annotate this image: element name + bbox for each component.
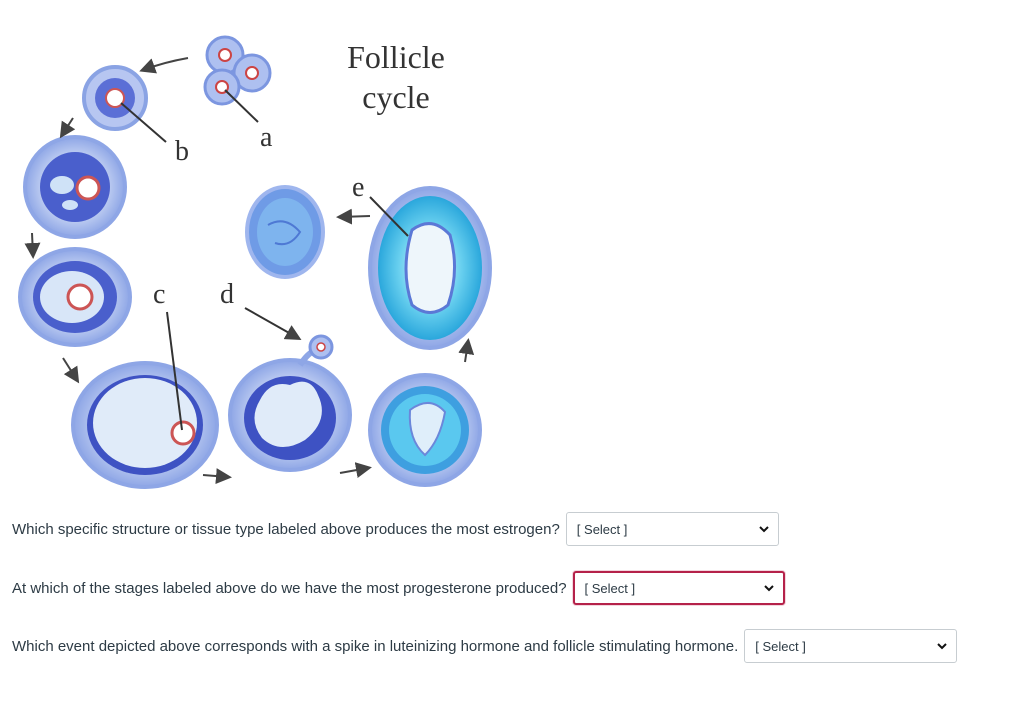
corpus-albicans	[245, 185, 325, 279]
figure-title-line-1: Follicle	[347, 39, 445, 75]
label-b: b	[175, 136, 189, 167]
figure-title-line-2: cycle	[362, 79, 430, 115]
early-corpus-luteum	[368, 373, 482, 487]
chevron-down-icon	[937, 643, 947, 650]
label-d: d	[220, 279, 234, 310]
answer-select-3[interactable]: [ Select ]	[744, 629, 958, 663]
answer-select-1-value: [ Select ]	[576, 521, 628, 537]
label-c: c	[153, 279, 165, 310]
follicle-cycle-figure: Follicle cycle	[18, 35, 492, 489]
chevron-down-icon	[759, 526, 769, 533]
label-e: e	[352, 172, 364, 203]
question-row-1: Which specific structure or tissue type …	[12, 512, 779, 546]
answer-select-1[interactable]: [ Select ]	[565, 512, 779, 546]
question-3-text: Which event depicted above corresponds w…	[12, 637, 739, 655]
primary-follicle	[82, 65, 148, 131]
answer-select-2[interactable]: [ Select ]	[572, 571, 785, 605]
label-lines	[120, 89, 409, 431]
secondary-follicle	[23, 135, 127, 239]
chevron-down-icon	[763, 585, 774, 592]
answer-select-3-value: [ Select ]	[755, 638, 806, 654]
graafian-follicle	[71, 361, 219, 489]
question-row-2: At which of the stages labeled above do …	[12, 571, 785, 605]
early-antral-follicle	[18, 247, 132, 347]
question-row-3: Which event depicted above corresponds w…	[12, 629, 958, 663]
question-1-text: Which specific structure or tissue type …	[12, 520, 560, 538]
cycle-arrows	[24, 57, 475, 485]
ovulating-follicle	[228, 334, 352, 472]
answer-select-2-value: [ Select ]	[584, 580, 636, 596]
question-2-text: At which of the stages labeled above do …	[12, 579, 567, 597]
primordial-follicles	[203, 35, 272, 106]
corpus-luteum	[368, 186, 492, 350]
label-a: a	[260, 122, 273, 153]
